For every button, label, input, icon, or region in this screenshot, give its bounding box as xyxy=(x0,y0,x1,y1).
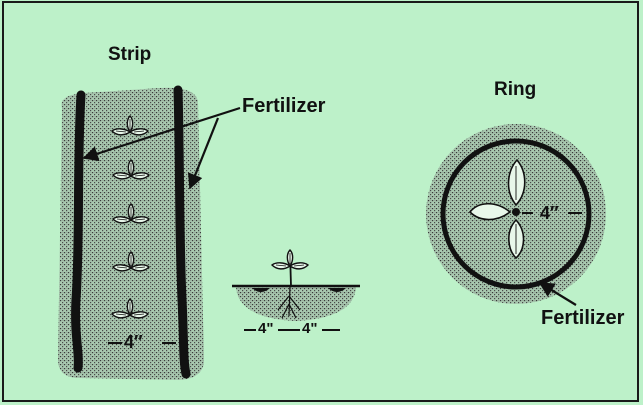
fertilizer-placement-diagram: Strip Ring Fertilizer Fertilizer 4″ 4" 4… xyxy=(0,0,643,405)
figure-border xyxy=(2,1,639,402)
